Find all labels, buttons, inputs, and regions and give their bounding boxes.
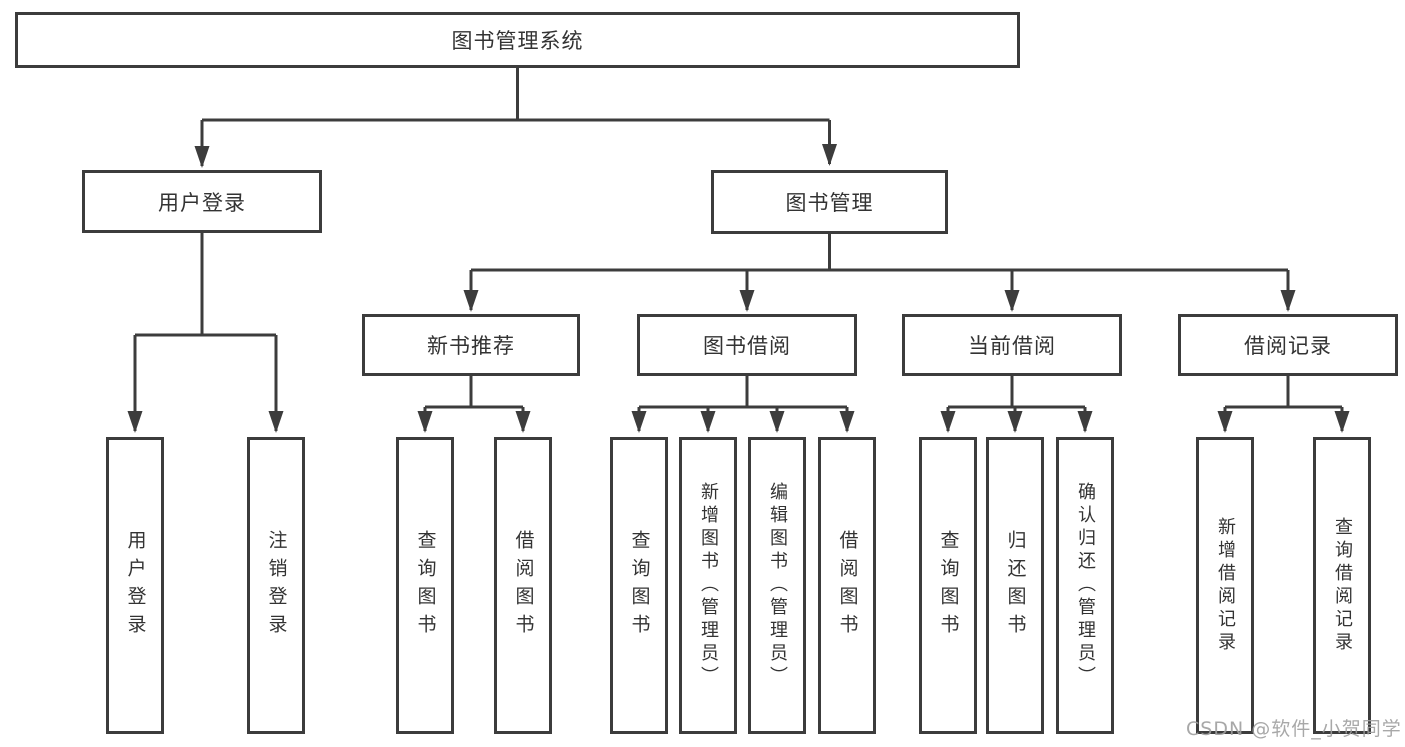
node-label: 查询图书: [414, 529, 437, 642]
node-label: 查询图书: [937, 529, 960, 642]
node-book-borrowing: 图书借阅: [637, 314, 857, 376]
leaf-query-borrow-record: 查询借阅记录: [1313, 437, 1371, 734]
leaf-edit-books-admin: 编辑图书（管理员）: [748, 437, 806, 734]
node-label: 借阅图书: [836, 529, 859, 642]
node-current-borrowing: 当前借阅: [902, 314, 1122, 376]
node-label: 借阅记录: [1244, 334, 1332, 358]
node-label: 编辑图书（管理员）: [767, 482, 788, 689]
node-label: 新书推荐: [427, 334, 515, 358]
leaf-user-login: 用户登录: [106, 437, 164, 734]
node-label: 图书管理: [785, 191, 874, 215]
node-label: 图书借阅: [703, 334, 791, 358]
node-label: 借阅图书: [512, 529, 535, 642]
node-label: 归还图书: [1004, 529, 1027, 642]
leaf-borrow-books: 借阅图书: [818, 437, 876, 734]
node-label: 图书管理系统: [451, 29, 584, 53]
node-label: 注销登录: [265, 529, 288, 642]
leaf-confirm-return-admin: 确认归还（管理员）: [1056, 437, 1114, 734]
leaf-add-books-admin: 新增图书（管理员）: [679, 437, 737, 734]
node-label: 新增图书（管理员）: [698, 482, 719, 689]
node-label: 确认归还（管理员）: [1075, 482, 1096, 689]
node-label: 用户登录: [158, 190, 246, 215]
leaf-query-books-recommend: 查询图书: [396, 437, 454, 734]
node-label: 查询图书: [628, 529, 651, 642]
node-label: 查询借阅记录: [1332, 516, 1353, 655]
leaf-logout: 注销登录: [247, 437, 305, 734]
node-book-management: 图书管理: [711, 170, 948, 234]
leaf-query-books-current: 查询图书: [919, 437, 977, 734]
node-user-login: 用户登录: [82, 170, 322, 233]
leaf-add-borrow-record: 新增借阅记录: [1196, 437, 1254, 734]
leaf-return-books: 归还图书: [986, 437, 1044, 734]
node-new-book-recommendation: 新书推荐: [362, 314, 580, 376]
node-label: 新增借阅记录: [1215, 516, 1236, 655]
node-label: 用户登录: [124, 529, 147, 642]
node-label: 当前借阅: [968, 334, 1056, 358]
leaf-query-books-borrowing: 查询图书: [610, 437, 668, 734]
csdn-watermark: CSDN @软件_小贺同学: [1186, 718, 1402, 740]
node-borrowing-records: 借阅记录: [1178, 314, 1398, 376]
leaf-borrow-books-recommend: 借阅图书: [494, 437, 552, 734]
node-library-management-system: 图书管理系统: [15, 12, 1020, 68]
